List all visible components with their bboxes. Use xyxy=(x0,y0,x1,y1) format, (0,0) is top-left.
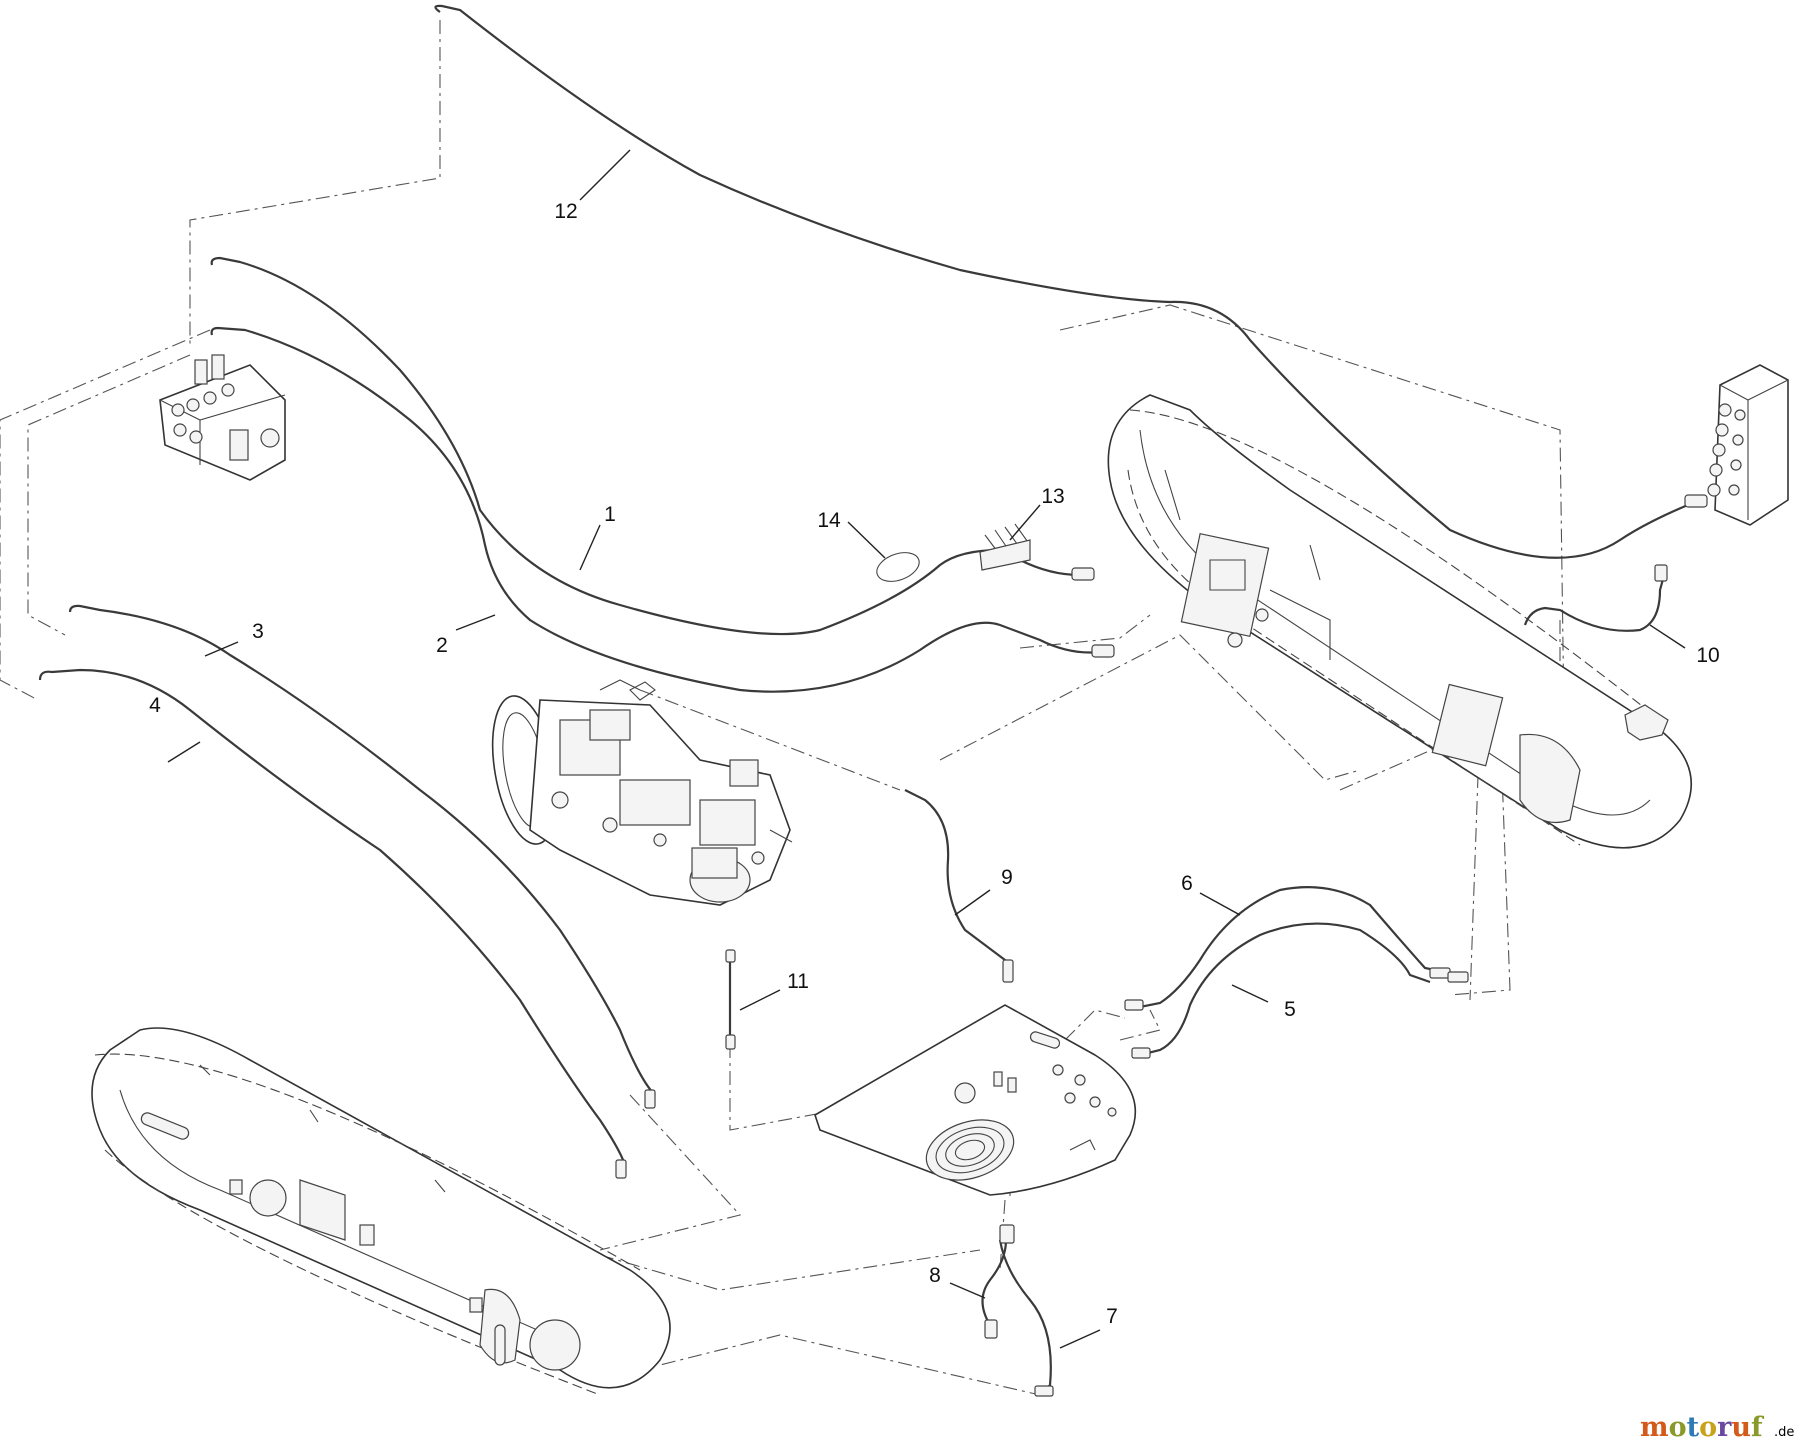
hose-8 xyxy=(981,1229,1008,1326)
callout-7: 7 xyxy=(1106,1305,1118,1328)
right-track-frame xyxy=(1107,394,1693,849)
switch-block xyxy=(1624,704,1669,741)
hose-6 xyxy=(1134,886,1446,1010)
callout-1: 1 xyxy=(604,503,616,526)
hydraulic-pump-assembly xyxy=(491,679,793,906)
watermark-logo: motoruf .de xyxy=(1640,1412,1794,1443)
callout-6: 6 xyxy=(1181,872,1193,895)
hose-3 xyxy=(68,604,656,1096)
hose-9 xyxy=(904,789,1012,981)
right-control-valve xyxy=(1707,364,1789,526)
callout-2: 2 xyxy=(436,634,448,657)
leader-lines xyxy=(167,149,1686,1349)
watermark-text: motoruf xyxy=(1640,1412,1765,1443)
callout-4: 4 xyxy=(149,694,161,717)
callout-10: 10 xyxy=(1696,644,1719,667)
left-control-valve xyxy=(159,354,286,481)
callout-3: 3 xyxy=(252,620,264,643)
hose-12 xyxy=(434,4,1701,559)
callout-13: 13 xyxy=(1041,485,1064,508)
hose-2 xyxy=(210,326,1101,693)
hose-4 xyxy=(38,668,627,1166)
hose-5 xyxy=(1139,922,1431,1057)
callout-12: 12 xyxy=(554,200,577,223)
callout-8: 8 xyxy=(929,1264,941,1287)
watermark-suffix: .de xyxy=(1774,1425,1794,1440)
hoses xyxy=(38,4,1701,1396)
callout-14: 14 xyxy=(817,509,841,532)
callout-5: 5 xyxy=(1284,998,1296,1021)
callout-11: 11 xyxy=(787,970,809,993)
hose-clamp xyxy=(979,523,1031,571)
hose-fittings xyxy=(615,494,1708,1397)
mounting-plate xyxy=(814,1004,1137,1196)
cable-tie xyxy=(876,552,920,582)
hose-1 xyxy=(210,256,1081,636)
hose-7 xyxy=(998,1239,1052,1396)
callout-9: 9 xyxy=(1001,866,1013,889)
callouts: 1 2 3 4 5 6 7 8 9 10 11 12 13 14 xyxy=(149,200,1720,1328)
left-track-frame xyxy=(91,1027,671,1396)
hose-10 xyxy=(1523,571,1667,632)
